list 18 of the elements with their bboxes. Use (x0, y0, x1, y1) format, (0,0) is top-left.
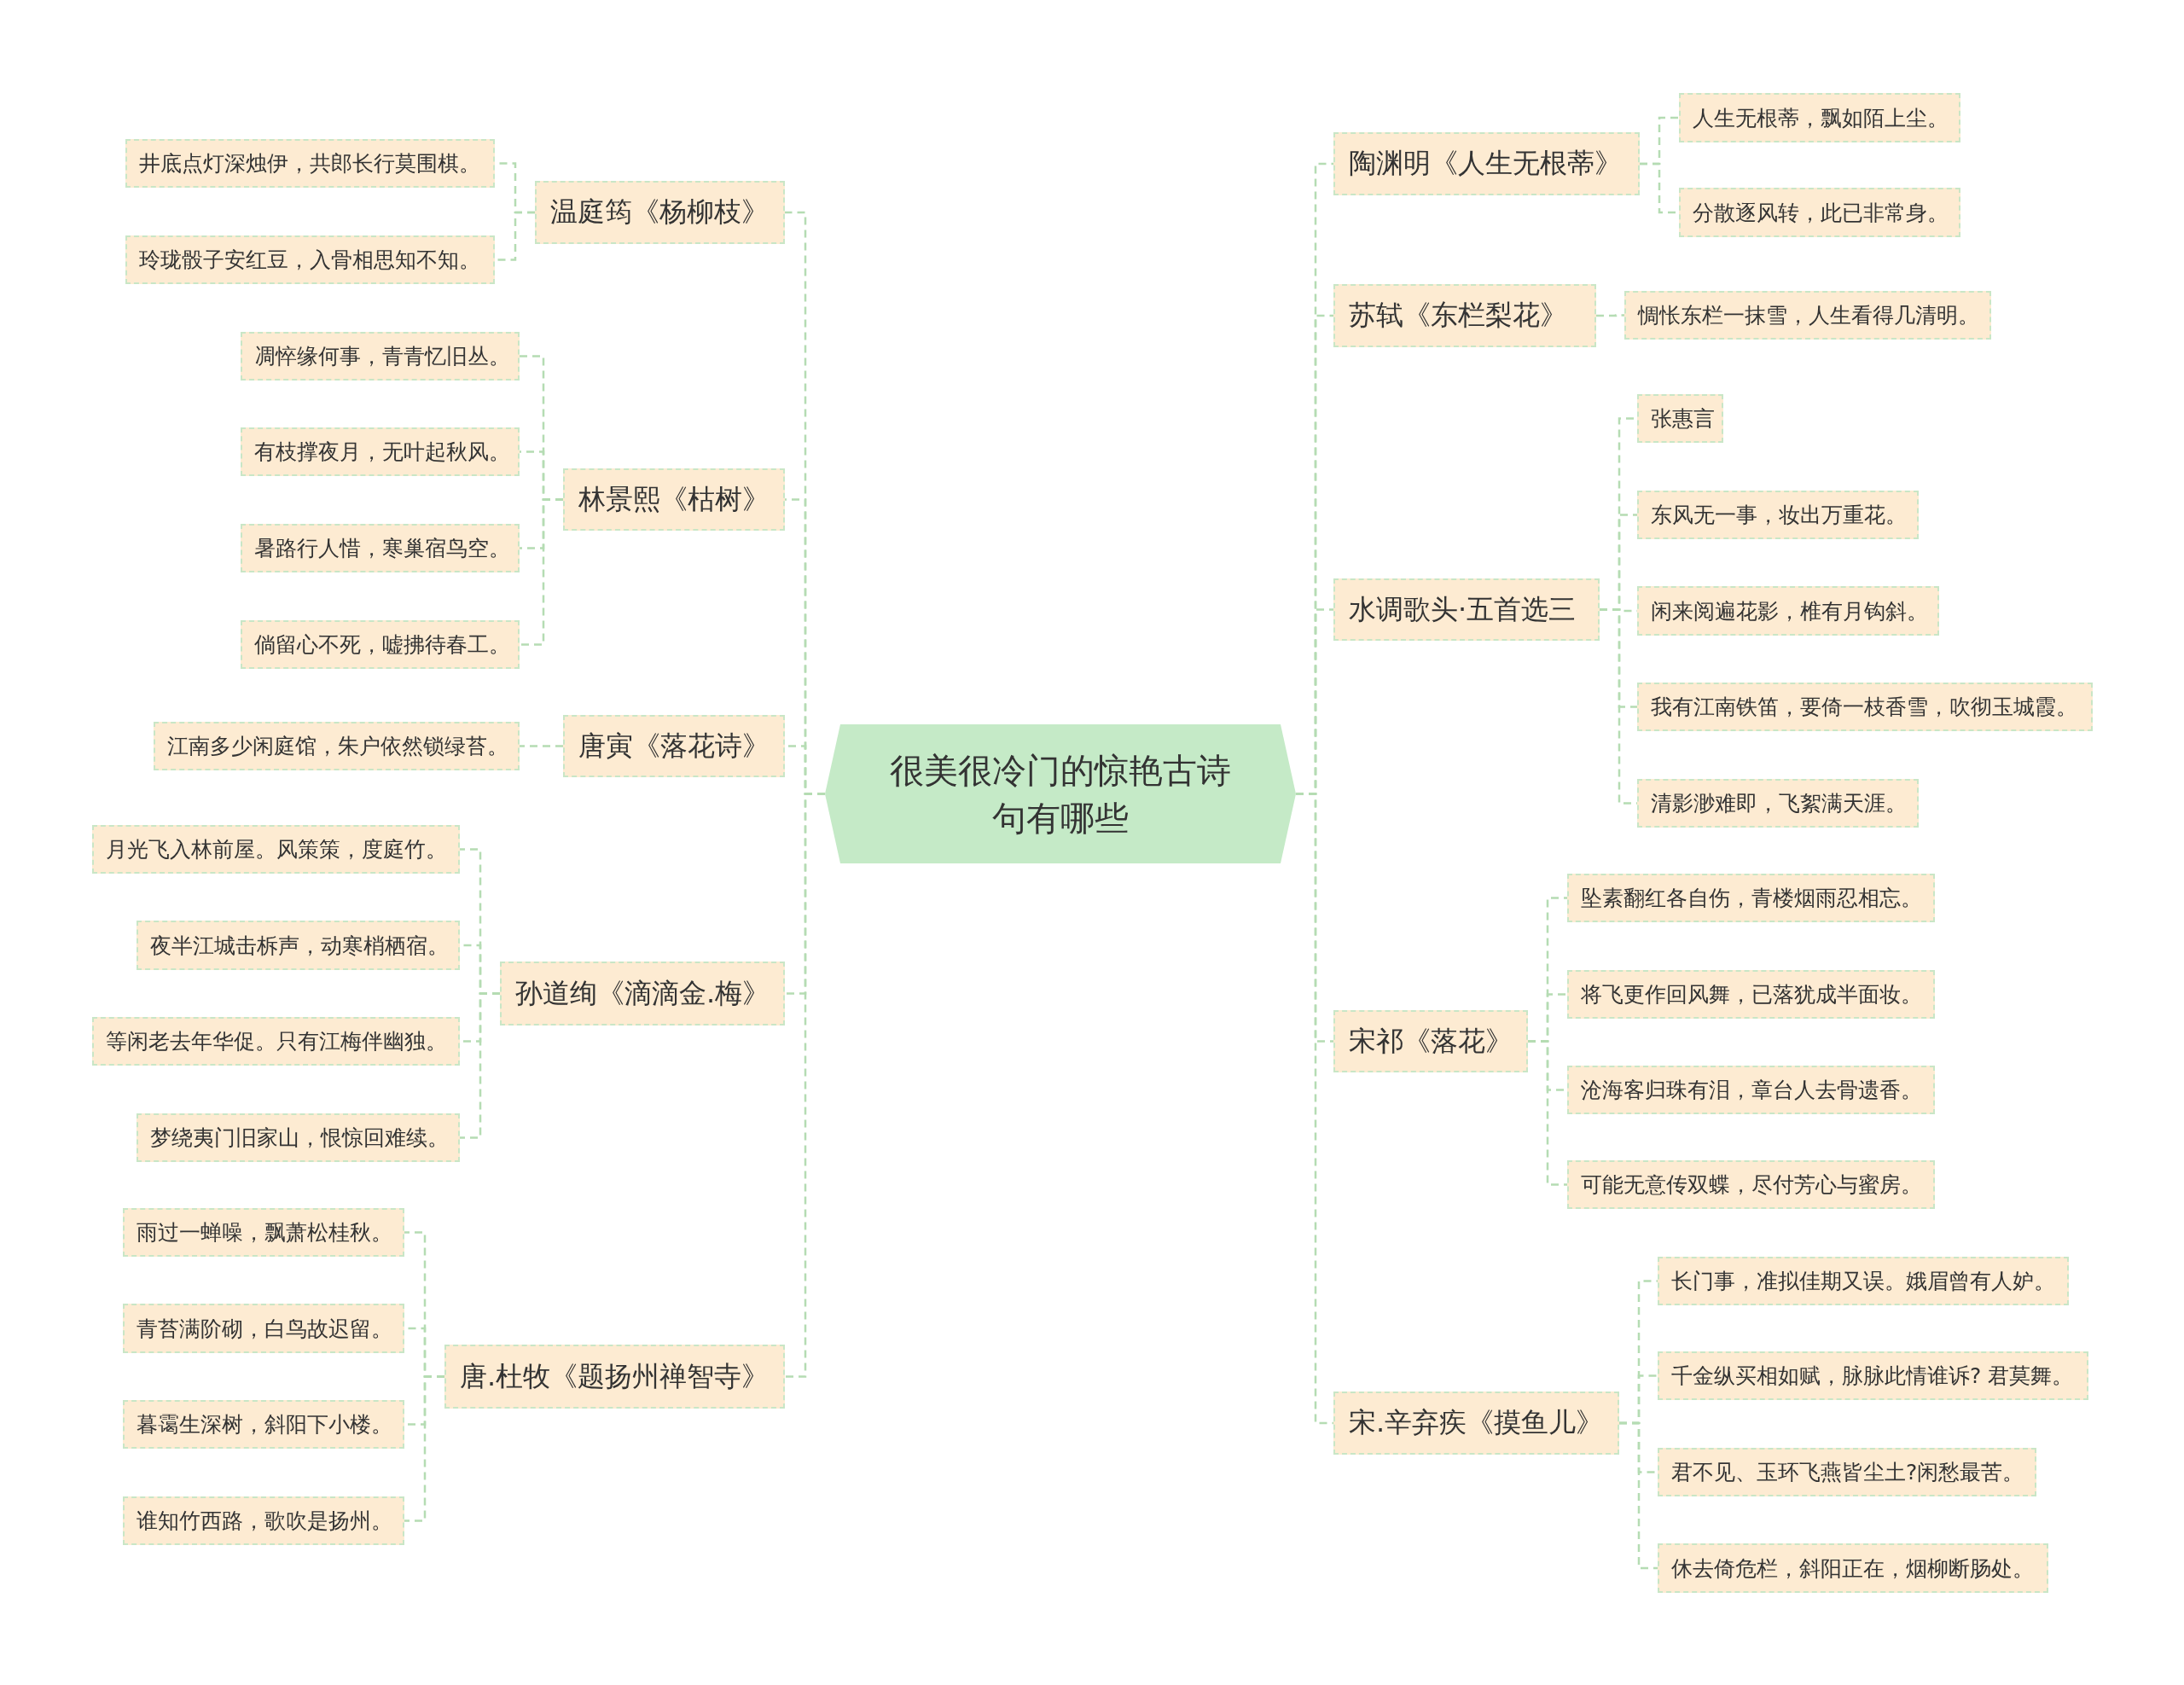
poem-title-box: 水调歌头·五首选三 (1333, 578, 1600, 641)
connector-line (520, 745, 563, 747)
connector-line (1528, 1040, 1567, 1186)
connector-line (404, 1375, 444, 1522)
poem-title-box: 陶渊明《人生无根蒂》 (1333, 132, 1640, 195)
poem-title-box: 宋.辛弃疾《摸鱼儿》 (1333, 1392, 1619, 1455)
central-topic-hexagon: 很美很冷门的惊艳古诗句有哪些 (825, 724, 1296, 863)
poem-title-box: 宋祁《落花》 (1333, 1010, 1528, 1072)
poem-title-box: 林景熙《枯树》 (563, 468, 785, 531)
poem-title-box: 孙道绚《滴滴金.梅》 (500, 962, 785, 1026)
connector-line (460, 992, 500, 1139)
connector-line (520, 498, 563, 646)
connector-line (1596, 314, 1624, 317)
poem-title-box: 唐寅《落花诗》 (563, 715, 785, 777)
connector-line (1619, 1421, 1658, 1570)
poem-title-box: 苏轼《东栏梨花》 (1333, 284, 1596, 347)
poem-title-box: 温庭筠《杨柳枝》 (535, 181, 785, 244)
poem-title-box: 唐.杜牧《题扬州禅智寺》 (444, 1345, 785, 1409)
